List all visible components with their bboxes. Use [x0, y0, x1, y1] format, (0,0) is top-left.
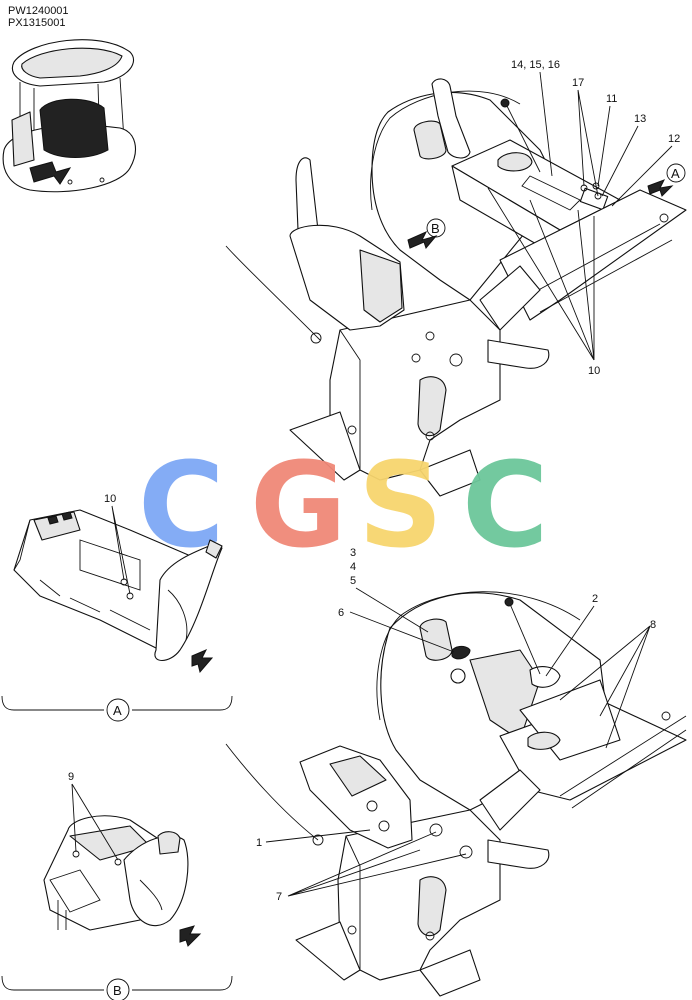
callout-8: 8	[650, 619, 656, 631]
view-a-marker: A	[671, 166, 680, 181]
watermark-letter-4: C	[462, 436, 549, 574]
callout-9-view-b: 9	[68, 771, 74, 783]
watermark-letter-3: S	[358, 436, 443, 574]
callout-4: 4	[350, 561, 356, 573]
top-callouts: 14, 15, 16 17 11 13 12 10	[487, 59, 680, 377]
callout-12: 12	[668, 133, 680, 145]
callout-11: 11	[606, 93, 617, 105]
callout-3: 3	[350, 547, 356, 559]
callout-17: 17	[572, 77, 584, 89]
view-a-title: A	[113, 703, 122, 718]
watermark-letter-2: G	[250, 436, 347, 574]
view-b-title: B	[113, 983, 122, 998]
bottom-assembly	[225, 591, 687, 997]
callout-10-top: 10	[588, 365, 600, 377]
callout-7: 7	[276, 891, 282, 903]
callout-2: 2	[592, 593, 598, 605]
callout-13: 13	[634, 113, 646, 125]
top-assembly: B A	[225, 78, 687, 497]
callout-10-view-a: 10	[104, 493, 116, 505]
callout-6: 6	[338, 607, 344, 619]
view-b-marker: B	[431, 221, 440, 236]
serial-code-2: PX1315001	[8, 17, 66, 29]
callout-1: 1	[256, 837, 262, 849]
callout-5: 5	[350, 575, 356, 587]
machine-thumbnail	[2, 39, 136, 193]
view-a-detail: 10 A	[1, 493, 233, 722]
callout-14-15-16: 14, 15, 16	[511, 59, 560, 71]
serial-code-1: PW1240001	[8, 5, 69, 17]
view-b-detail: 9 B	[1, 771, 233, 1000]
bottom-callouts: 3 4 5 6 2 8 1 7	[256, 547, 656, 903]
